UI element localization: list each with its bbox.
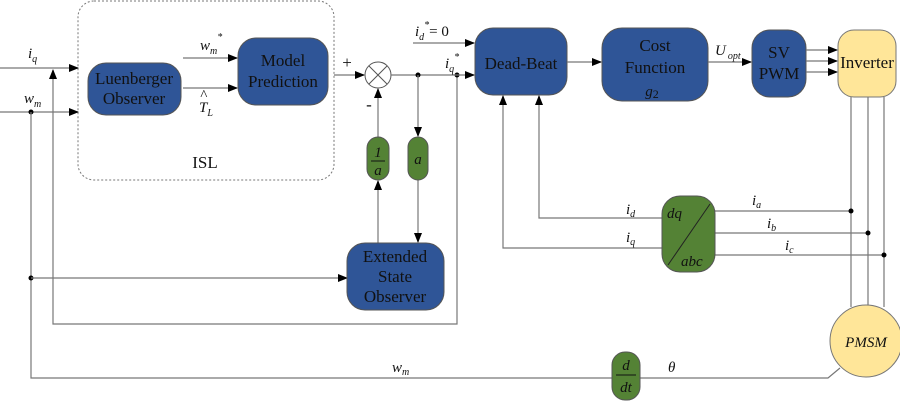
luenberger-observer-block — [87, 62, 182, 116]
svg-text:a: a — [374, 163, 382, 179]
svg-text:State: State — [378, 267, 412, 286]
svg-text:ia: ia — [752, 193, 761, 211]
plus-sign: + — [342, 53, 352, 72]
svg-text:d: d — [622, 358, 630, 374]
iq-ref-label: iq* — [445, 52, 459, 75]
svg-text:Function: Function — [625, 58, 686, 77]
svg-text:iq: iq — [626, 230, 635, 248]
svg-text:Model: Model — [261, 51, 306, 70]
svg-text:Observer: Observer — [103, 89, 166, 108]
isl-boundary — [77, 0, 335, 181]
wm-input-label: wm — [24, 91, 41, 110]
iq-input-label: iq — [28, 46, 37, 65]
svg-text:PMSM: PMSM — [844, 335, 888, 351]
svg-text:abc: abc — [681, 254, 703, 270]
svg-text:dq: dq — [667, 206, 683, 222]
svg-text:Extended: Extended — [363, 247, 428, 266]
svg-text:Luenberger: Luenberger — [95, 69, 173, 88]
cost-function-block — [601, 27, 709, 102]
inverter-block — [837, 29, 897, 98]
tl-hat-label: TL — [199, 100, 213, 119]
svg-text:SV: SV — [768, 43, 790, 62]
minus-sign: - — [366, 95, 372, 114]
svg-text:Prediction: Prediction — [248, 72, 318, 91]
pmsm-motor — [829, 304, 900, 378]
gain-block — [407, 136, 429, 181]
theta-label: θ — [668, 360, 676, 376]
svg-text:a: a — [414, 152, 422, 168]
svg-text:^: ^ — [200, 88, 208, 104]
svg-text:PWM: PWM — [759, 64, 800, 83]
svg-text:1: 1 — [374, 145, 382, 161]
derivative-block — [611, 351, 641, 401]
svg-text:Cost: Cost — [639, 36, 670, 55]
wm-ref-label: wm* — [200, 32, 222, 57]
svg-text:id: id — [626, 202, 636, 220]
id-ref-label: id*= 0 — [415, 20, 449, 43]
model-prediction-block — [237, 37, 329, 106]
extended-state-observer-block — [346, 242, 445, 311]
svg-text:Inverter: Inverter — [840, 53, 894, 72]
inverse-gain-block — [366, 136, 390, 181]
svg-text:dt: dt — [620, 380, 633, 396]
svpwm-block — [751, 29, 807, 98]
svg-text:g2: g2 — [645, 84, 659, 101]
svg-text:Dead-Beat: Dead-Beat — [485, 54, 558, 73]
svg-text:ic: ic — [785, 238, 794, 256]
dq-abc-transform-block — [661, 195, 716, 273]
wm-feedback-label: wm — [392, 360, 409, 378]
svg-text:Observer: Observer — [364, 287, 427, 306]
svg-text:ib: ib — [767, 216, 776, 234]
isl-label: ISL — [192, 153, 218, 172]
